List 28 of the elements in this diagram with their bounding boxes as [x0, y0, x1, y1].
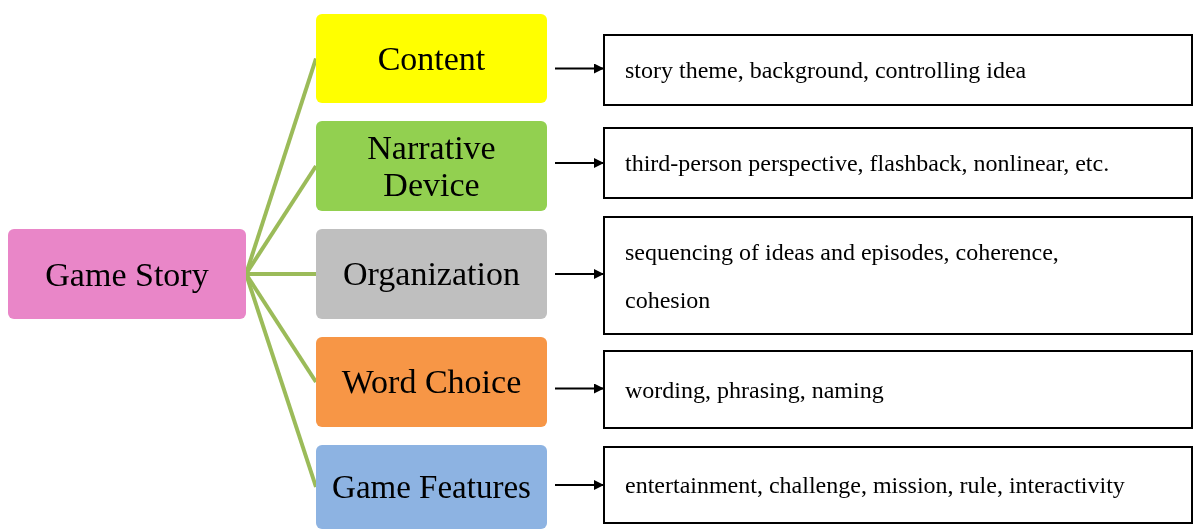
description-box: [603, 127, 1193, 199]
node-text: Narrative Device: [366, 128, 497, 204]
description-box: [603, 34, 1193, 106]
node-text: third-person perspective, flashback, nonlinear, etc.: [625, 149, 1110, 178]
description-box: [603, 216, 1193, 335]
arrow: [554, 480, 604, 490]
node-text: Content: [377, 39, 486, 78]
arrow: [554, 63, 604, 74]
arrow: [554, 383, 604, 394]
arrow: [554, 269, 604, 279]
node-text: Word Choice: [341, 363, 522, 401]
node-text: story theme, background, controlling idea: [625, 56, 1027, 85]
connector-line: [246, 272, 316, 276]
node-text: Game Story: [45, 254, 209, 295]
category-box: [316, 337, 547, 427]
root-topic-box: [8, 229, 246, 319]
category-box: [316, 445, 547, 529]
category-box: [316, 121, 547, 211]
description-box: [603, 446, 1193, 524]
node-text: Game Features: [332, 468, 531, 506]
node-text: Organization: [343, 255, 520, 293]
description-box: [603, 350, 1193, 429]
arrow: [554, 158, 604, 168]
category-box: [316, 229, 547, 319]
node-text: wording, phrasing, naming: [625, 375, 884, 405]
node-text: entertainment, challenge, mission, rule, interactivity: [625, 471, 1125, 500]
node-text: sequencing of ideas and episodes, coherence, cohesion: [625, 237, 1060, 315]
category-box: [316, 14, 547, 103]
